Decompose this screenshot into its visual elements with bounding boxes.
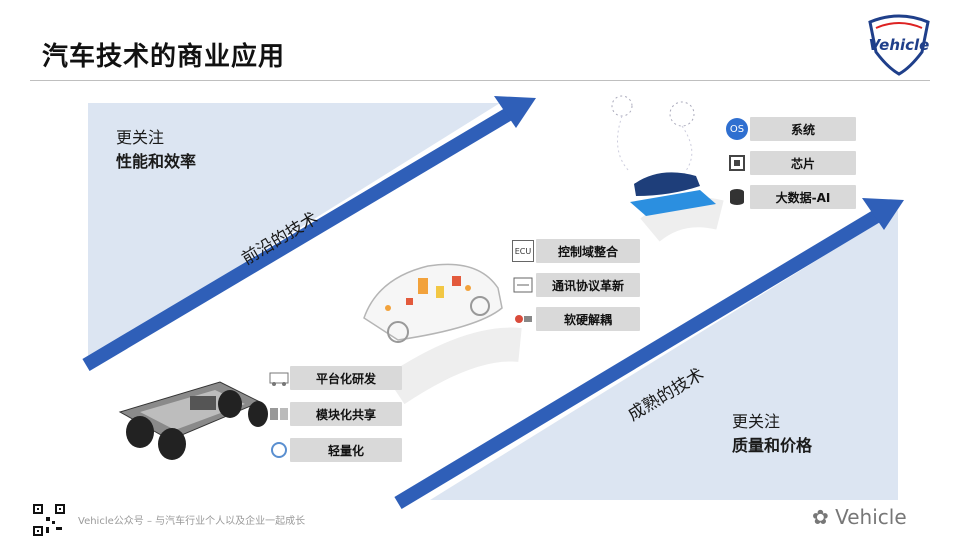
title-divider xyxy=(30,80,930,81)
qr-code-icon xyxy=(32,503,66,537)
pill-lightweight: 轻量化 xyxy=(290,438,402,462)
page-title: 汽车技术的商业应用 xyxy=(42,42,286,72)
bottom-right-band xyxy=(430,210,898,500)
connected-car-image xyxy=(611,95,716,216)
car-wireframe-image xyxy=(363,263,503,343)
platform-icon xyxy=(268,367,290,389)
bottom-right-caption: 更关注 质量和价格 xyxy=(732,410,812,458)
mature-arrow-shaft xyxy=(394,207,884,510)
wechat-watermark: ✿ Vehicle xyxy=(812,505,907,529)
top-left-caption: 更关注 性能和效率 xyxy=(116,126,196,174)
pill-chip: 芯片 xyxy=(750,151,856,175)
pill-bigdata-ai: 大数据-AI xyxy=(750,185,856,209)
footer-text: Vehicle公众号 – 与汽车行业个人以及企业一起成长 xyxy=(78,516,306,527)
protocol-icon xyxy=(512,274,534,296)
bottom-right-caption-line2: 质量和价格 xyxy=(732,436,813,455)
top-left-caption-line1: 更关注 xyxy=(116,128,165,147)
os-icon: OS xyxy=(726,118,748,140)
pill-module-share: 模块化共享 xyxy=(290,402,402,426)
progress-arrow-mid xyxy=(640,197,724,242)
chassis-image xyxy=(118,381,268,460)
pill-protocol-innovation: 通讯协议革新 xyxy=(536,273,640,297)
pill-sw-hw-decoupling: 软硬解耦 xyxy=(536,307,640,331)
lightweight-icon xyxy=(268,439,290,461)
wechat-icon: ✿ xyxy=(812,505,829,529)
progress-arrow-low xyxy=(385,327,522,405)
frontier-arrow-shaft xyxy=(82,105,516,372)
module-icon xyxy=(268,403,290,425)
mature-arrow-head xyxy=(862,198,904,230)
ecu-chip-icon: ECU xyxy=(512,240,534,262)
bottom-right-caption-line1: 更关注 xyxy=(732,412,781,431)
pill-domain-integration: 控制域整合 xyxy=(536,239,640,263)
frontier-arrow-head xyxy=(494,96,536,128)
pill-system: 系统 xyxy=(750,117,856,141)
decouple-icon xyxy=(512,308,534,330)
top-left-caption-line2: 性能和效率 xyxy=(116,152,197,171)
vehicle-logo: Vehicle xyxy=(868,14,930,76)
chip-icon xyxy=(726,152,748,174)
logo-text: Vehicle xyxy=(869,36,930,54)
database-icon xyxy=(726,186,748,208)
pill-platform-rd: 平台化研发 xyxy=(290,366,402,390)
watermark-text: Vehicle xyxy=(835,505,907,529)
